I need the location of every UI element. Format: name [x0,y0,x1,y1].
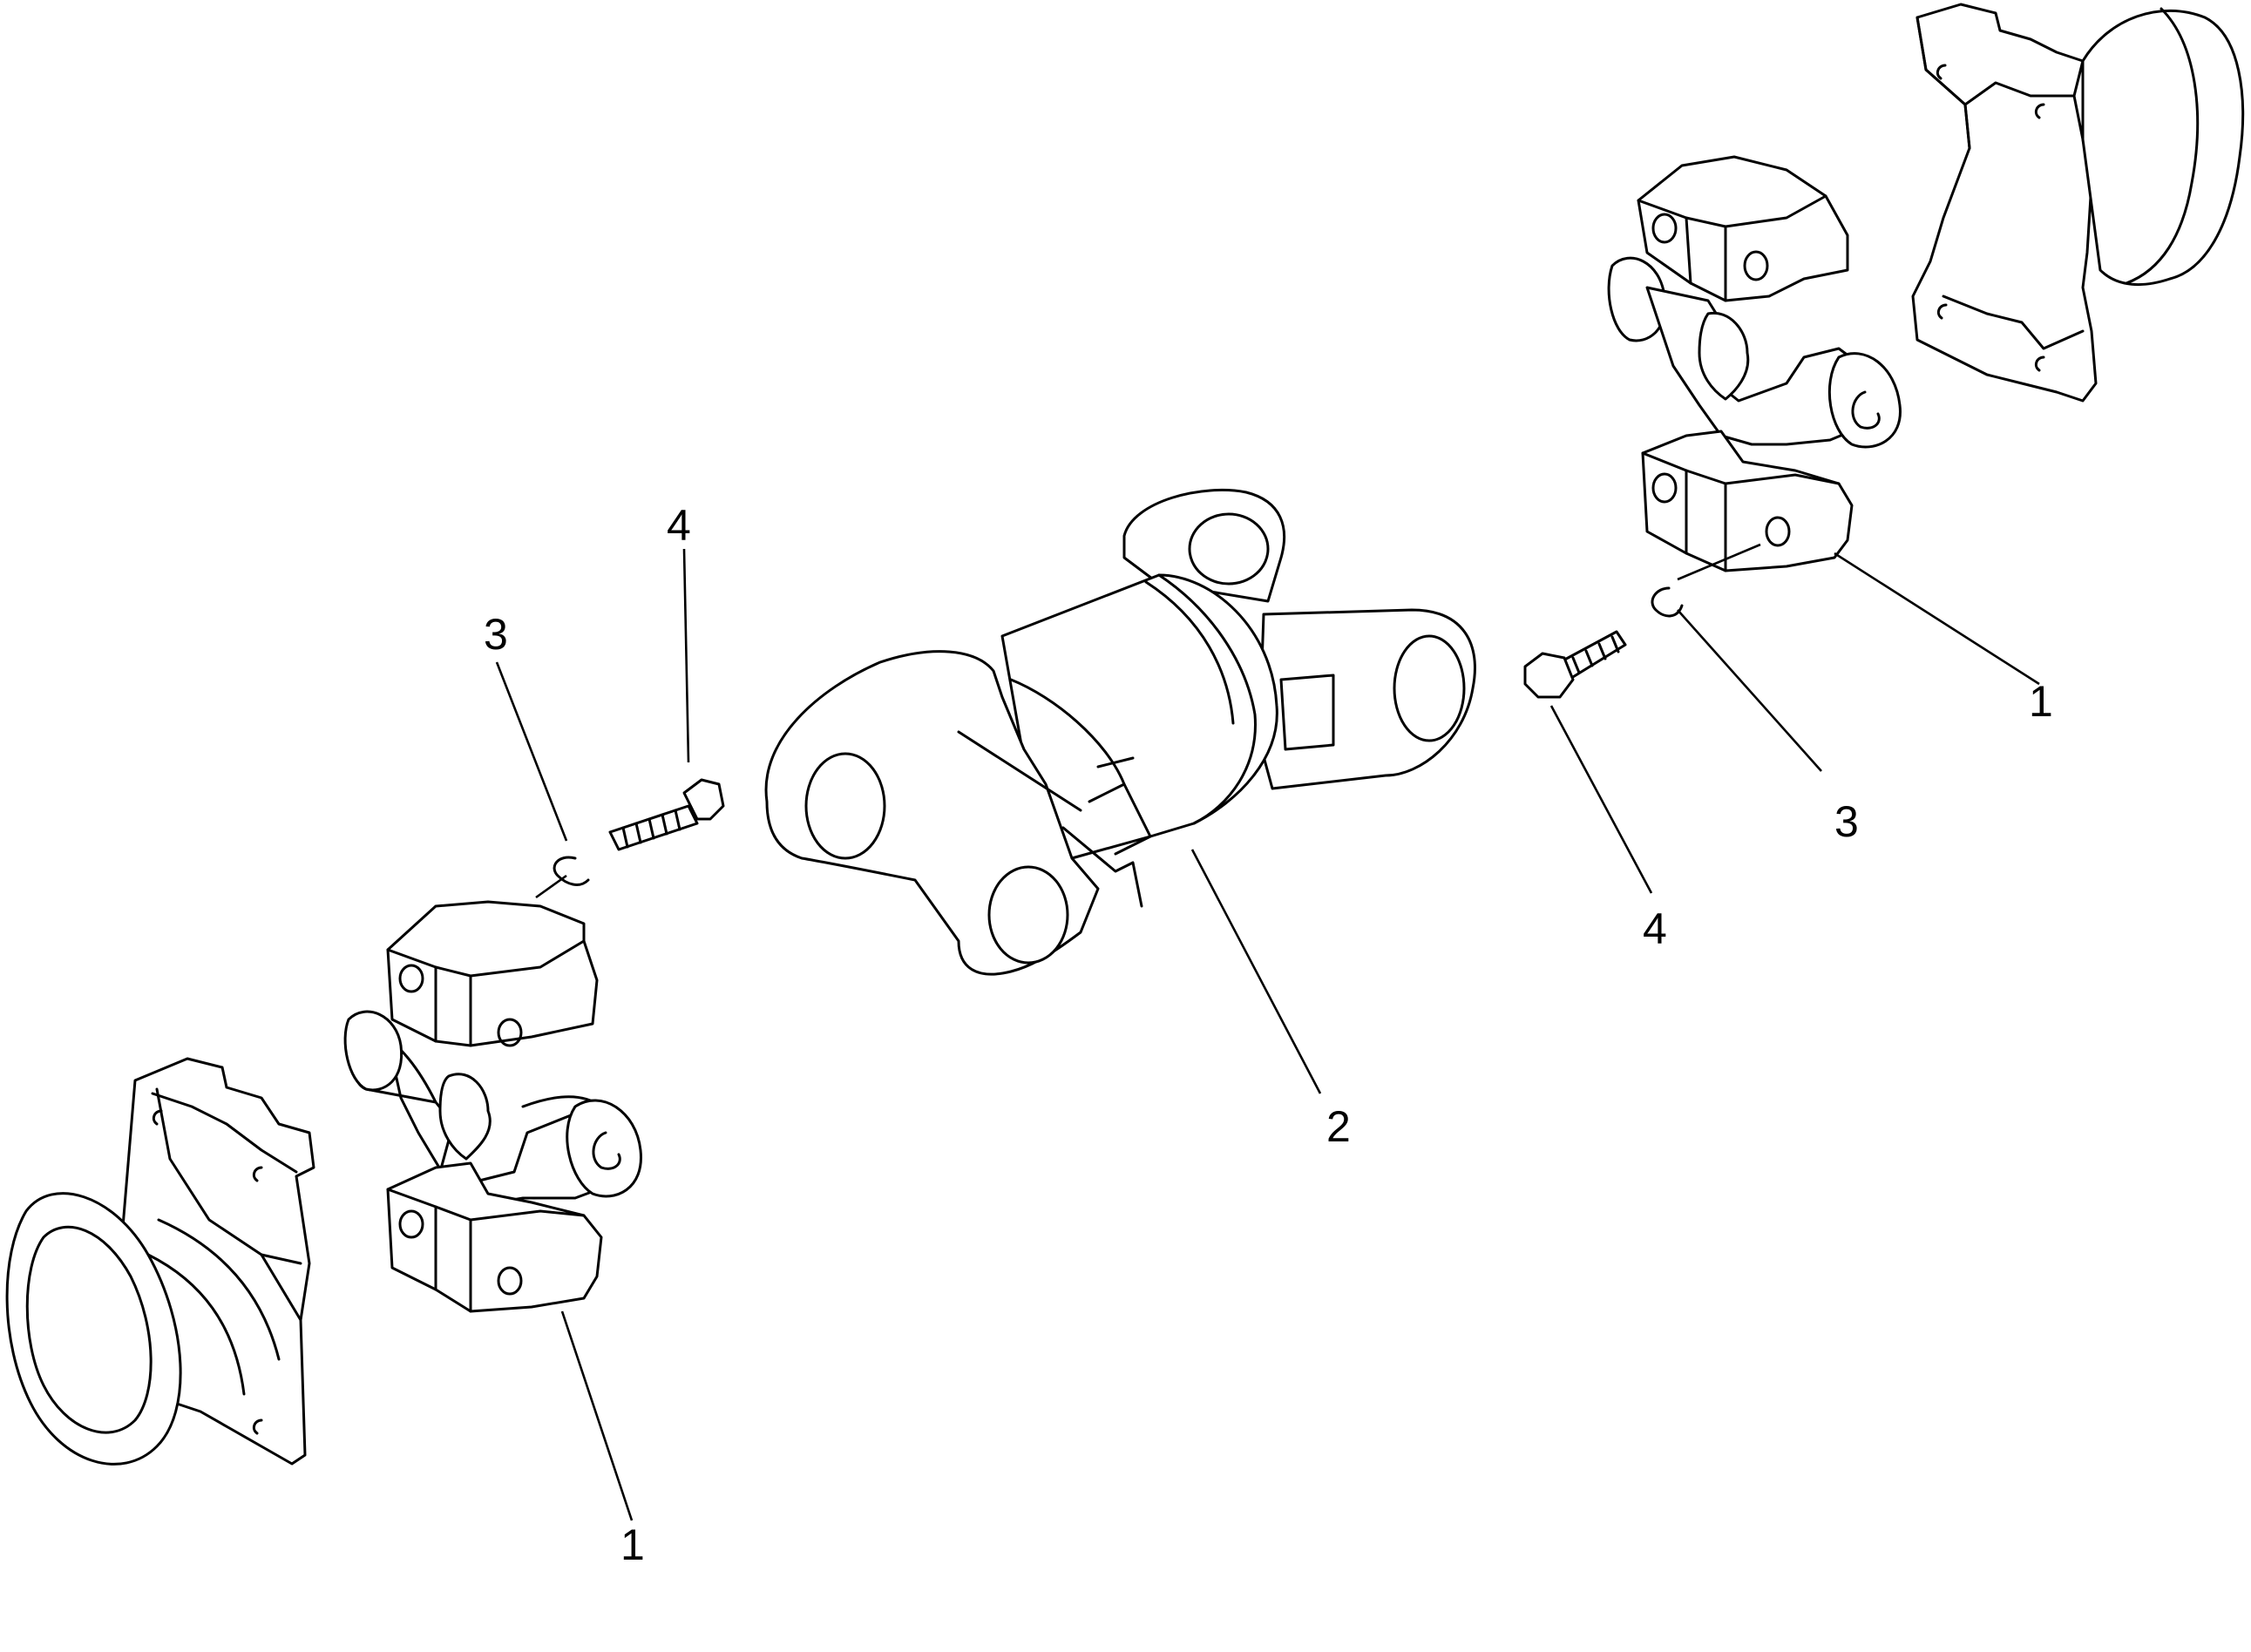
right-flange-yoke [1911,3,2245,403]
callout-4-left: 4 [667,501,691,550]
leader-c1-right [1834,552,2040,686]
callout-3-left: 3 [484,610,508,659]
right-bolt [1523,630,1627,699]
center-slip-yoke [764,489,1476,976]
callout-1-right: 1 [2029,677,2053,726]
leader-c4-left [682,548,690,763]
leader-c3-left [495,661,568,842]
left-universal-joint [343,900,642,1313]
leader-c2 [1190,849,1322,1094]
leader-c3-left-b [535,874,567,899]
callout-1-left: 1 [620,1520,645,1569]
leader-c1-left [560,1310,634,1521]
left-snap-ring [553,856,590,886]
right-snap-ring [1651,586,1684,618]
callout-3-right: 3 [1834,797,1859,846]
leader-c3-right-a [1677,609,1822,772]
leader-c3-right-b [1677,543,1761,581]
callout-2: 2 [1326,1102,1351,1151]
leader-c4-right [1549,705,1653,894]
left-flange-yoke [5,1057,315,1466]
callout-4-right: 4 [1643,904,1667,953]
right-universal-joint [1607,155,1902,572]
leader-lines [495,543,2040,1521]
callout-labels: 1 1 2 3 3 4 4 [484,501,2053,1569]
left-bolt [608,778,725,851]
